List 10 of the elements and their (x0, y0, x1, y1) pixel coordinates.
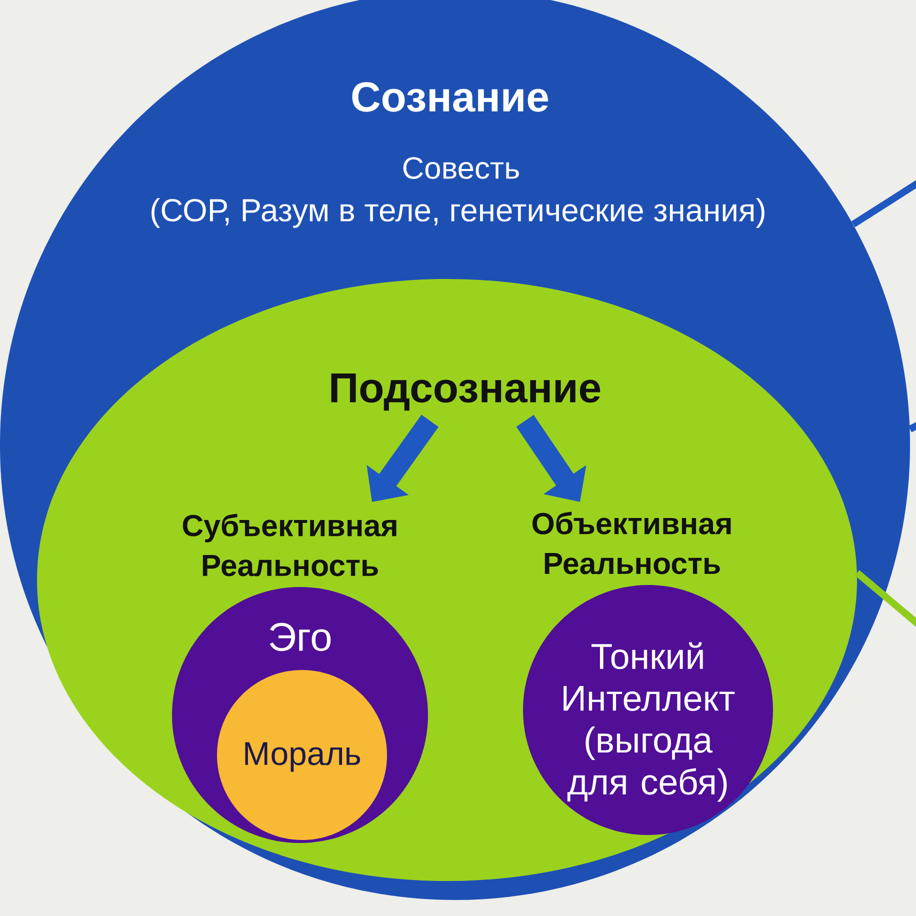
heading: Подсознание (331, 373, 600, 411)
text: Совесть (403, 157, 519, 179)
heading: Эго (270, 622, 331, 652)
label: Субъективная Реальность (182, 514, 396, 576)
line (851, 180, 916, 228)
line (908, 422, 916, 432)
heading: Сознание (352, 82, 548, 112)
line (854, 570, 916, 627)
label: Объективная Реальность (532, 512, 731, 574)
text: (СОР, Разум в теле, генетические знания) (152, 198, 764, 228)
